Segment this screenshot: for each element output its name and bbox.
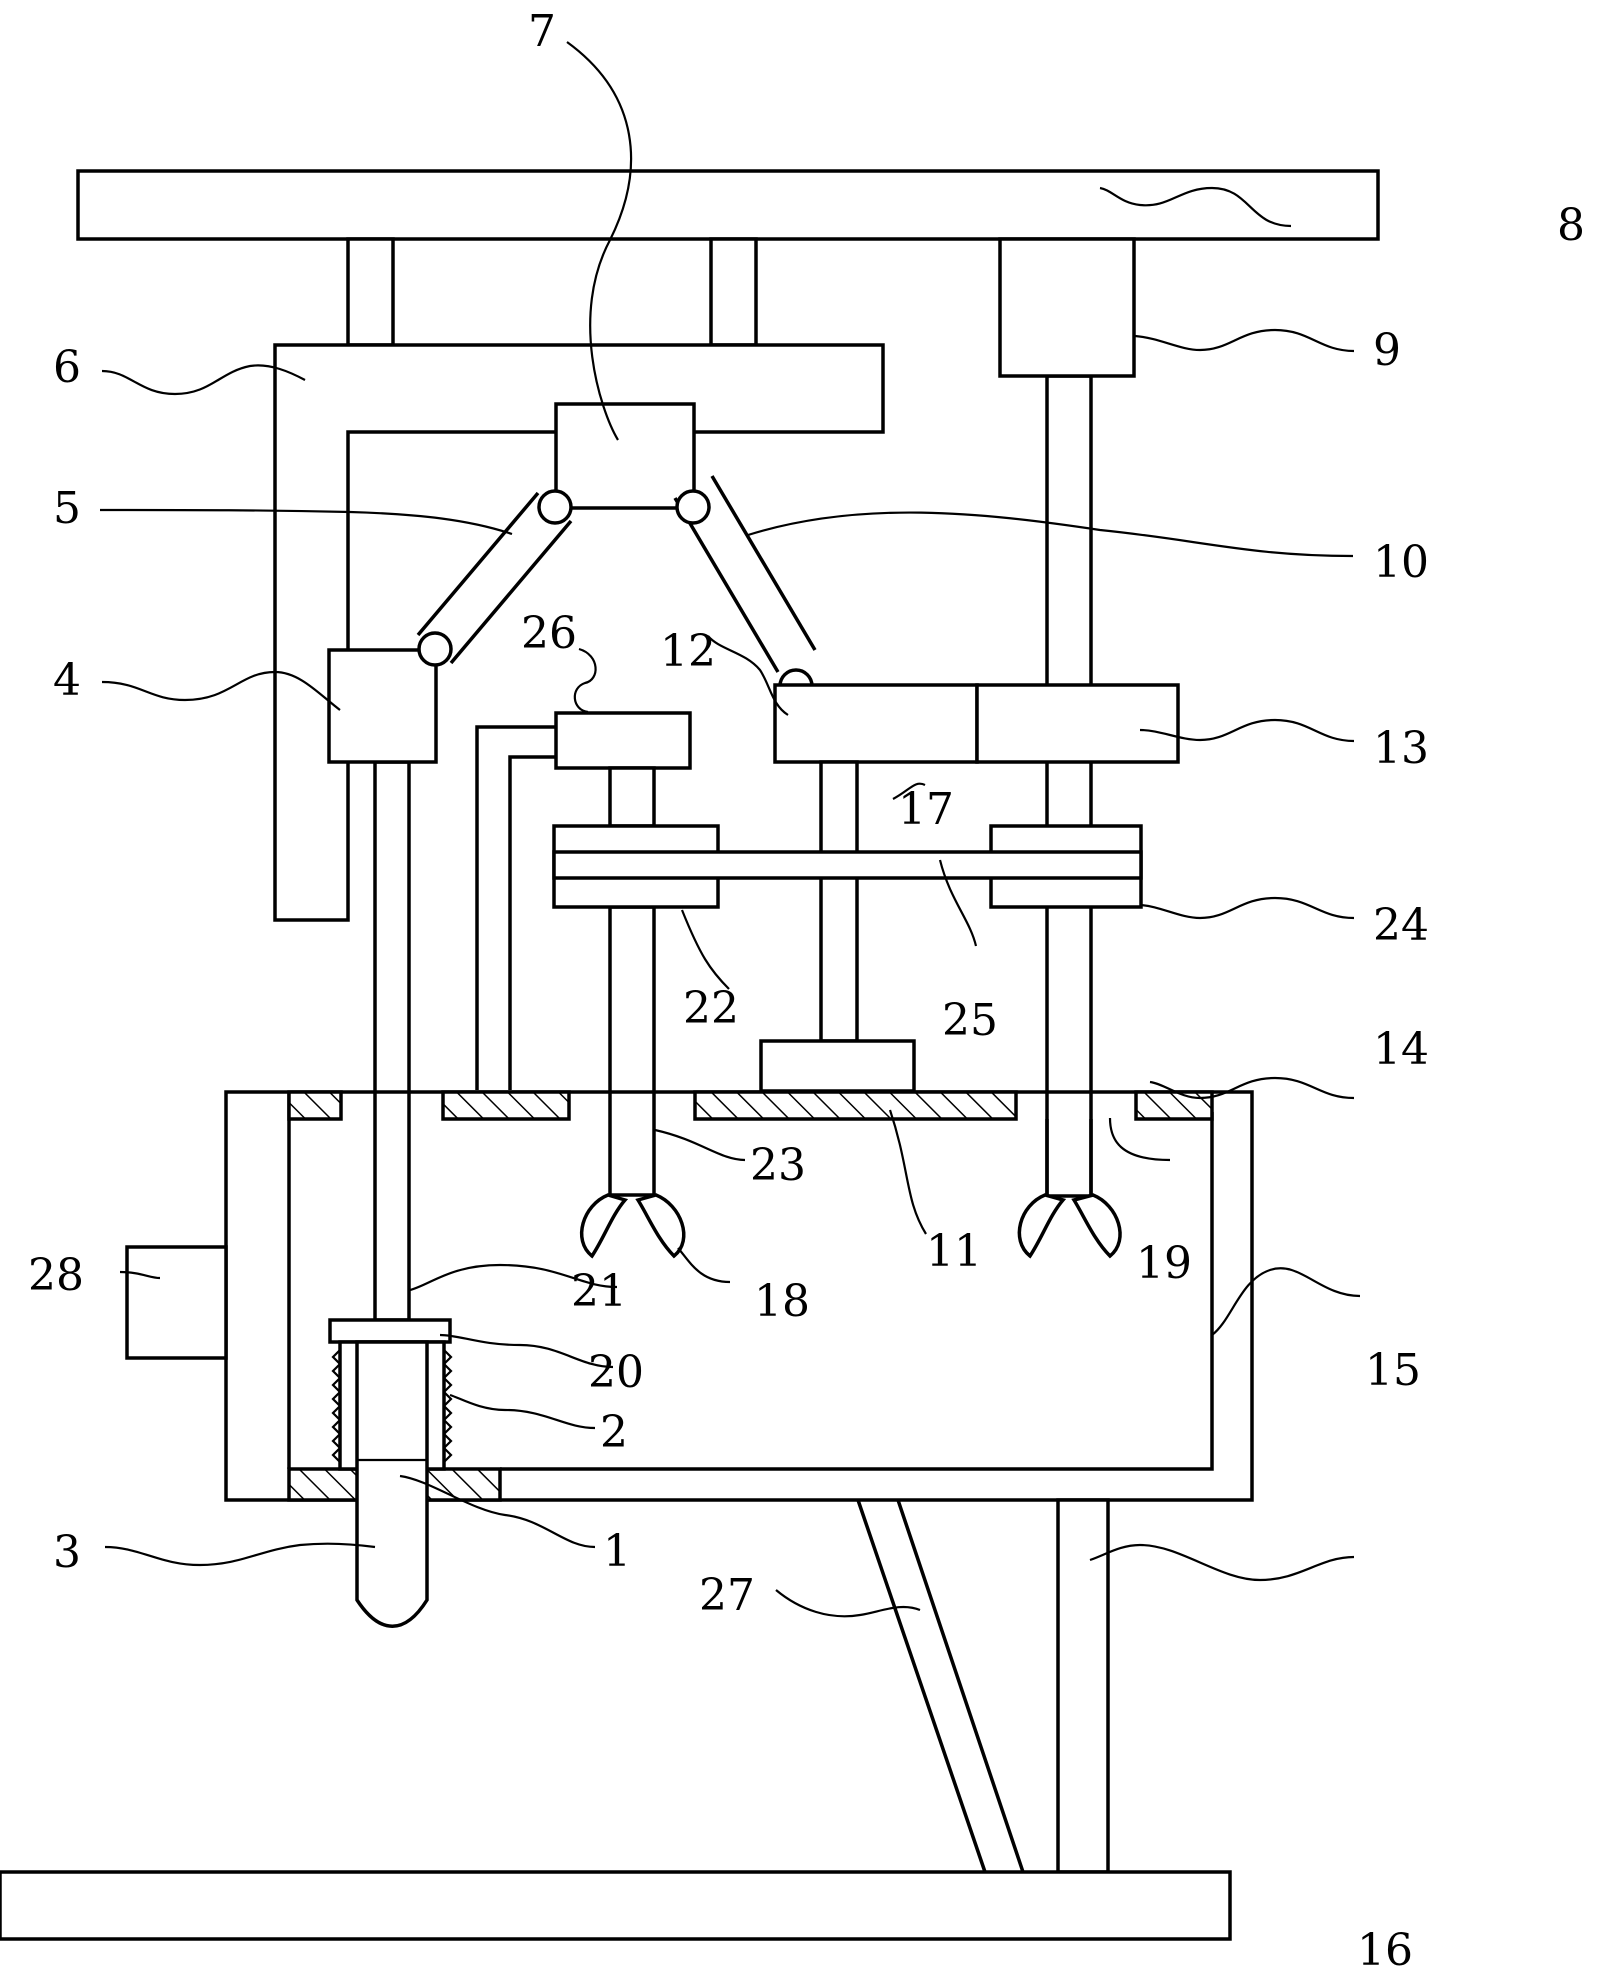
leader-line xyxy=(119,1270,161,1280)
l-bracket xyxy=(273,343,885,922)
label-8: 8 xyxy=(1557,200,1585,251)
inclined-support-27 xyxy=(856,1499,987,1873)
label-9: 9 xyxy=(1373,325,1401,376)
leader-line xyxy=(573,647,597,714)
leader-line xyxy=(409,1263,618,1292)
leader-line xyxy=(1134,328,1355,353)
top-plate xyxy=(76,169,1380,241)
motor-bracket xyxy=(475,725,556,1090)
leader-line xyxy=(1139,718,1355,743)
label-16: 16 xyxy=(1357,1925,1413,1976)
label-23: 23 xyxy=(750,1140,806,1191)
leader-line xyxy=(99,508,513,536)
cap-20 xyxy=(328,1318,452,1344)
hatched-top-wall xyxy=(287,1090,343,1121)
block-12 xyxy=(773,683,979,764)
motor-26 xyxy=(554,711,692,770)
leader-line xyxy=(707,635,789,716)
label-24: 24 xyxy=(1373,900,1429,951)
base-plate-16 xyxy=(0,1870,1232,1941)
hanger-rod-right xyxy=(709,237,758,347)
base-block-11 xyxy=(759,1039,916,1093)
leader-line xyxy=(101,364,306,396)
pivot-joint xyxy=(417,631,453,667)
leader-line xyxy=(566,41,633,441)
label-14: 14 xyxy=(1373,1024,1429,1075)
leader-line xyxy=(1149,1076,1355,1100)
label-19: 19 xyxy=(1136,1238,1192,1289)
shaft-23 xyxy=(608,905,656,1197)
label-20: 20 xyxy=(588,1347,644,1398)
leader-line xyxy=(101,670,341,711)
hatched-top-wall xyxy=(693,1090,1018,1121)
claw-left xyxy=(1017,1193,1067,1259)
link-10-outline-a xyxy=(673,497,780,673)
label-26: 26 xyxy=(521,608,577,659)
link-5-outline-a xyxy=(416,491,540,637)
label-7: 7 xyxy=(528,6,556,57)
leader-line xyxy=(677,1247,731,1284)
label-17: 17 xyxy=(898,784,954,835)
leader-line xyxy=(1099,186,1292,228)
inclined-support-27 xyxy=(896,1499,1025,1873)
label-12: 12 xyxy=(660,626,716,677)
leader-line xyxy=(399,1474,596,1549)
link-10-outline-b xyxy=(710,475,817,651)
hanger-rod-left xyxy=(346,237,395,347)
label-3: 3 xyxy=(53,1527,81,1578)
leader-line xyxy=(680,909,730,990)
slider-block xyxy=(327,648,438,764)
push-rod xyxy=(373,760,411,1322)
leader-line xyxy=(1089,1543,1355,1582)
pivot-joint xyxy=(675,489,711,525)
label-10: 10 xyxy=(1373,537,1429,588)
link-5-outline-b xyxy=(449,519,573,665)
block-13 xyxy=(975,683,1180,764)
leader-line xyxy=(1108,1117,1171,1162)
cylinder-9 xyxy=(998,237,1136,378)
claw-left xyxy=(580,1193,629,1259)
test-tube-3 xyxy=(355,1340,429,1628)
leader-line xyxy=(449,1393,596,1430)
label-22: 22 xyxy=(683,983,739,1034)
leader-line xyxy=(1139,896,1355,920)
label-25: 25 xyxy=(942,995,998,1046)
support-rod-17 xyxy=(819,760,859,1043)
motor-shaft xyxy=(608,766,656,828)
sleeve-thread-right xyxy=(442,1349,453,1463)
leader-line xyxy=(654,1128,746,1162)
label-13: 13 xyxy=(1373,723,1429,774)
leader-line xyxy=(775,1589,921,1618)
cylinder-rod xyxy=(1045,374,1093,1198)
pivot-block xyxy=(554,402,696,510)
leader-line xyxy=(938,859,978,947)
label-11: 11 xyxy=(926,1226,982,1277)
hatched-top-wall xyxy=(1134,1090,1214,1121)
label-27: 27 xyxy=(699,1570,755,1621)
label-15: 15 xyxy=(1365,1345,1421,1396)
hatched-top-wall xyxy=(441,1090,571,1121)
connector-28 xyxy=(125,1245,228,1360)
leader-line xyxy=(439,1333,614,1369)
label-2: 2 xyxy=(600,1407,628,1458)
leader-line xyxy=(1211,1267,1361,1336)
label-1: 1 xyxy=(603,1526,631,1577)
label-21: 21 xyxy=(571,1266,627,1317)
claw-right xyxy=(1071,1193,1122,1259)
leader-line xyxy=(104,1542,376,1567)
label-6: 6 xyxy=(53,342,81,393)
label-5: 5 xyxy=(53,483,81,534)
sleeve-thread-left xyxy=(331,1349,342,1463)
claw-right xyxy=(635,1193,686,1259)
pivot-joint xyxy=(537,489,573,525)
leader-line xyxy=(747,511,1354,558)
leader-line xyxy=(888,1109,927,1235)
belt-25 xyxy=(552,850,1143,880)
label-18: 18 xyxy=(754,1276,810,1327)
label-28: 28 xyxy=(28,1250,84,1301)
label-4: 4 xyxy=(53,655,81,706)
leader-line xyxy=(892,782,926,800)
